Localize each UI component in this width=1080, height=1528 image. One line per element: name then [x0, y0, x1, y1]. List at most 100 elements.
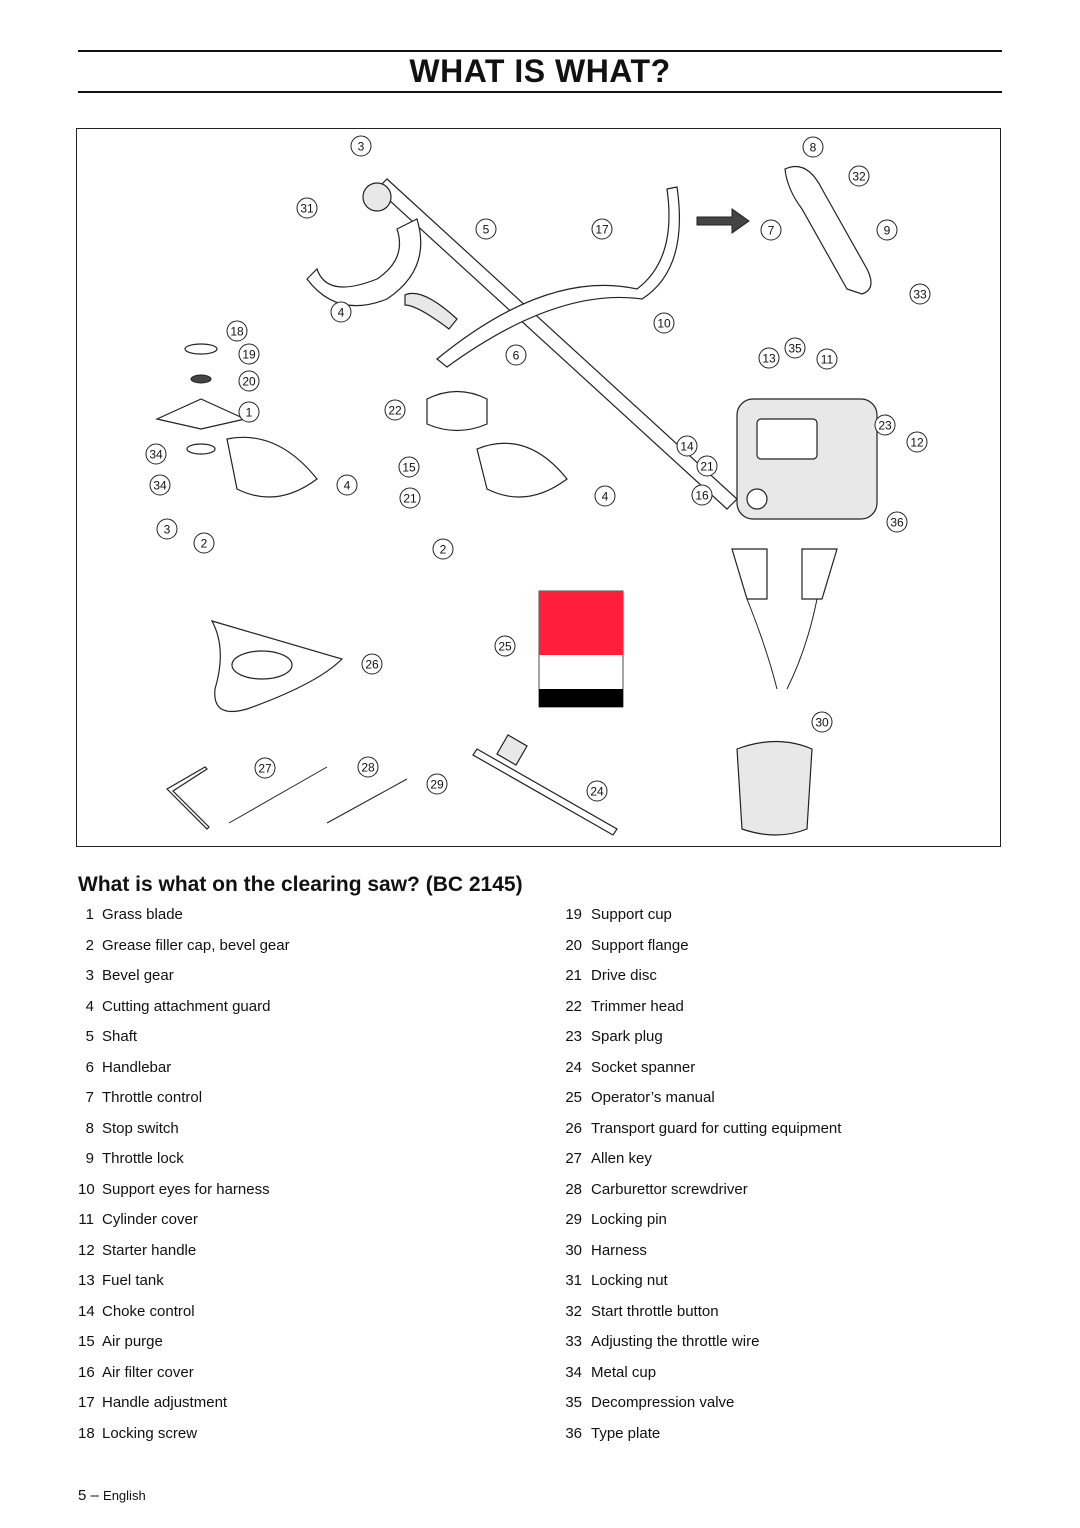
part-label: Decompression valve — [591, 1394, 735, 1411]
shaft-illustration — [376, 178, 738, 510]
svg-text:4: 4 — [602, 490, 609, 504]
part-number: 24 — [565, 1058, 582, 1076]
part-number: 10 — [78, 1180, 95, 1198]
part-number: 4 — [85, 997, 94, 1015]
part-label: Start throttle button — [591, 1302, 719, 1320]
handle-direction-arrow — [696, 208, 750, 234]
title-rule-bottom — [78, 91, 1002, 93]
part-number: 9 — [85, 1150, 94, 1167]
part-label: Socket spanner — [591, 1058, 696, 1076]
part-label: Air filter cover — [102, 1363, 194, 1381]
callout-34: 34 — [149, 474, 171, 496]
svg-text:23: 23 — [878, 419, 892, 433]
svg-text:21: 21 — [403, 492, 417, 506]
part-list-item: 16 Air filter cover — [78, 1358, 518, 1389]
svg-text:12: 12 — [910, 436, 924, 450]
part-label: Operator’s manual — [591, 1089, 715, 1106]
callout-27: 27 — [254, 757, 276, 779]
callout-3: 3 — [350, 135, 372, 157]
svg-text:34: 34 — [149, 448, 163, 462]
callout-34: 34 — [145, 443, 167, 465]
svg-text:5: 5 — [483, 223, 490, 237]
part-number: 13 — [78, 1272, 95, 1289]
part-number: 27 — [565, 1150, 582, 1167]
part-number: 7 — [85, 1089, 94, 1106]
part-number: 34 — [565, 1363, 582, 1381]
part-label: Choke control — [102, 1302, 195, 1320]
callout-14: 14 — [676, 435, 698, 457]
callout-19: 19 — [238, 343, 260, 365]
screwdriver-illustration — [228, 766, 328, 824]
callout-29: 29 — [426, 773, 448, 795]
callout-4: 4 — [336, 474, 358, 496]
part-number: 18 — [78, 1424, 95, 1442]
svg-text:35: 35 — [788, 342, 802, 356]
page-title: WHAT IS WHAT? — [409, 53, 671, 89]
part-label: Trimmer head — [591, 997, 684, 1015]
svg-text:8: 8 — [810, 141, 817, 155]
callout-9: 9 — [876, 219, 898, 241]
bevel-gear-illustration — [362, 182, 392, 212]
footer-separator: – — [90, 1487, 99, 1504]
callout-12: 12 — [906, 431, 928, 453]
part-label: Drive disc — [591, 967, 657, 984]
svg-text:18: 18 — [230, 325, 244, 339]
callout-13: 13 — [758, 347, 780, 369]
part-label: Harness — [591, 1241, 647, 1259]
part-label: Support cup — [591, 906, 672, 923]
part-number: 8 — [85, 1119, 94, 1137]
callout-23: 23 — [874, 414, 896, 436]
part-number: 21 — [565, 967, 582, 984]
callout-2: 2 — [432, 538, 454, 560]
part-number: 3 — [85, 967, 94, 984]
part-list-item: 11 Cylinder cover — [78, 1205, 518, 1236]
title-rule-top — [78, 50, 1002, 52]
part-number: 30 — [565, 1241, 582, 1259]
part-label: Type plate — [591, 1424, 661, 1442]
callout-31: 31 — [296, 197, 318, 219]
svg-text:13: 13 — [762, 352, 776, 366]
part-number: 16 — [78, 1363, 95, 1381]
part-label: Locking screw — [102, 1424, 198, 1442]
callout-22: 22 — [384, 399, 406, 421]
metal-cup-illustration — [186, 443, 216, 455]
part-label: Throttle control — [102, 1089, 203, 1106]
part-label: Cylinder cover — [102, 1211, 198, 1228]
support-cup-illustration — [184, 343, 218, 355]
page-number: 5 — [78, 1487, 87, 1504]
page-footer: 5 – English — [78, 1484, 146, 1508]
svg-text:31: 31 — [300, 202, 314, 216]
callout-25: 25 — [494, 635, 516, 657]
part-number: 11 — [78, 1211, 94, 1228]
part-label: Starter handle — [102, 1241, 197, 1259]
callout-15: 15 — [398, 456, 420, 478]
svg-text:19: 19 — [242, 348, 256, 362]
callout-24: 24 — [586, 780, 608, 802]
svg-text:29: 29 — [430, 778, 444, 792]
callout-7: 7 — [760, 219, 782, 241]
socket-spanner-illustration — [472, 748, 618, 836]
svg-text:7: 7 — [768, 224, 775, 238]
svg-text:4: 4 — [338, 306, 345, 320]
svg-text:6: 6 — [513, 349, 520, 363]
part-number: 32 — [565, 1302, 582, 1320]
footer-language: English — [103, 1488, 146, 1503]
part-label: Support flange — [591, 936, 689, 954]
part-list-item: 21 Drive disc — [560, 961, 1000, 992]
part-number: 23 — [565, 1028, 582, 1045]
